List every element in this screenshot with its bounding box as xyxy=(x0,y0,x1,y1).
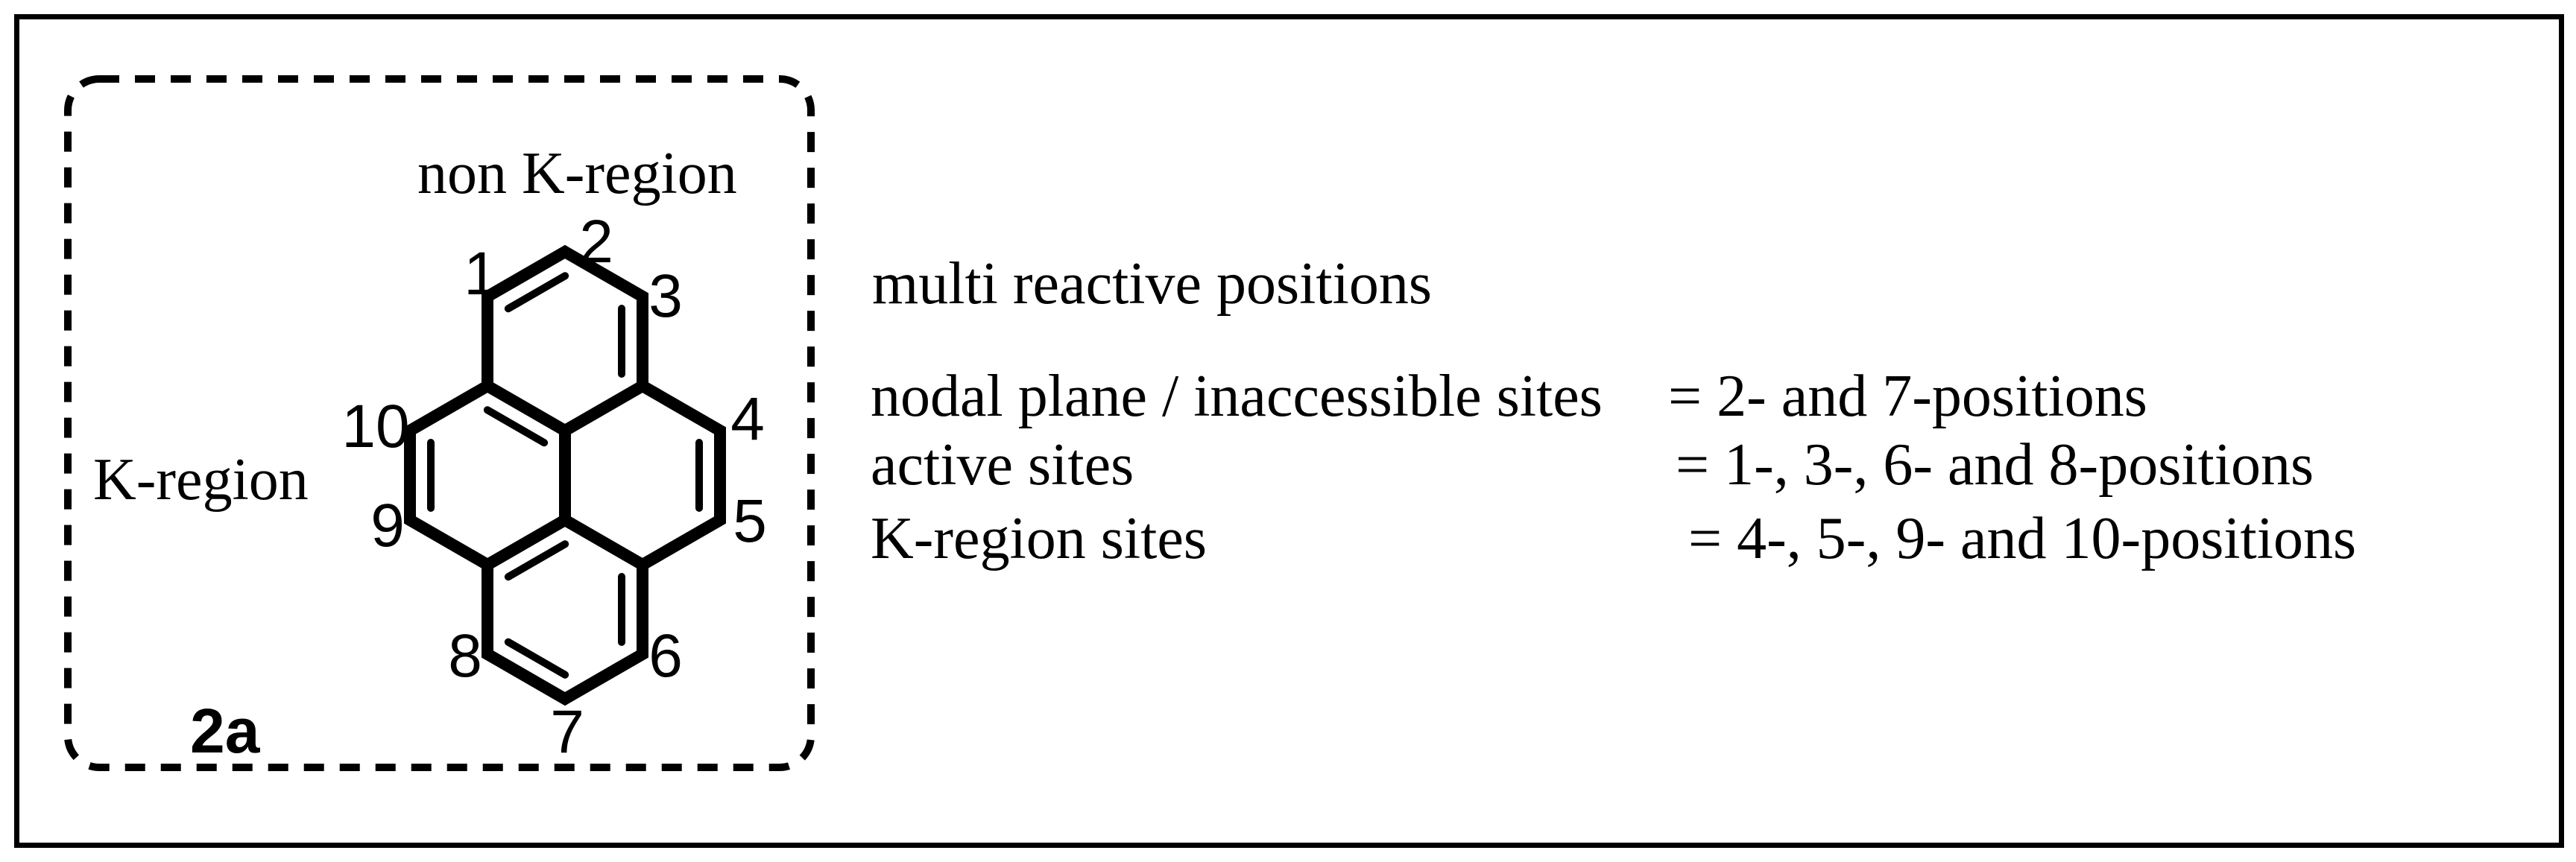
position-number-8: 8 xyxy=(448,622,482,690)
label-non-k-region: non K-region xyxy=(417,141,737,206)
double-bond-line xyxy=(504,540,569,581)
annotation-row-value: = 4-, 5-, 9- and 10-positions xyxy=(1688,506,2357,571)
internal-bond xyxy=(482,514,571,571)
dashed-region-box xyxy=(64,75,815,771)
figure-border xyxy=(14,14,2564,848)
position-number-6: 6 xyxy=(648,622,683,690)
position-number-3: 3 xyxy=(648,262,683,330)
position-number-5: 5 xyxy=(733,487,767,555)
peripheral-bonds xyxy=(404,244,726,706)
annotation-row-label: active sites xyxy=(871,432,1134,498)
annotation-row-label: K-region sites xyxy=(871,506,1208,571)
position-number-10: 10 xyxy=(341,393,409,460)
internal-bond xyxy=(559,514,648,571)
double-bond-line xyxy=(483,406,549,447)
position-number-1: 1 xyxy=(464,240,498,308)
label-k-region: K-region xyxy=(93,447,309,513)
internal-bond xyxy=(559,380,648,437)
annotation-row-value: = 2- and 7-positions xyxy=(1668,364,2147,429)
internal-bond xyxy=(482,380,571,437)
annotation-row-label: nodal plane / inaccessible sites xyxy=(871,364,1603,429)
position-number-7: 7 xyxy=(550,698,584,766)
annotation-row-value: = 1-, 3-, 6- and 8-positions xyxy=(1676,432,2314,498)
position-number-2: 2 xyxy=(579,208,613,276)
position-number-4: 4 xyxy=(730,385,765,453)
annotation-title: multi reactive positions xyxy=(872,251,1432,317)
position-number-9: 9 xyxy=(370,492,405,560)
double-bond-line xyxy=(504,272,569,313)
compound-id-label: 2a xyxy=(190,696,260,766)
double-bond-line xyxy=(504,638,569,679)
